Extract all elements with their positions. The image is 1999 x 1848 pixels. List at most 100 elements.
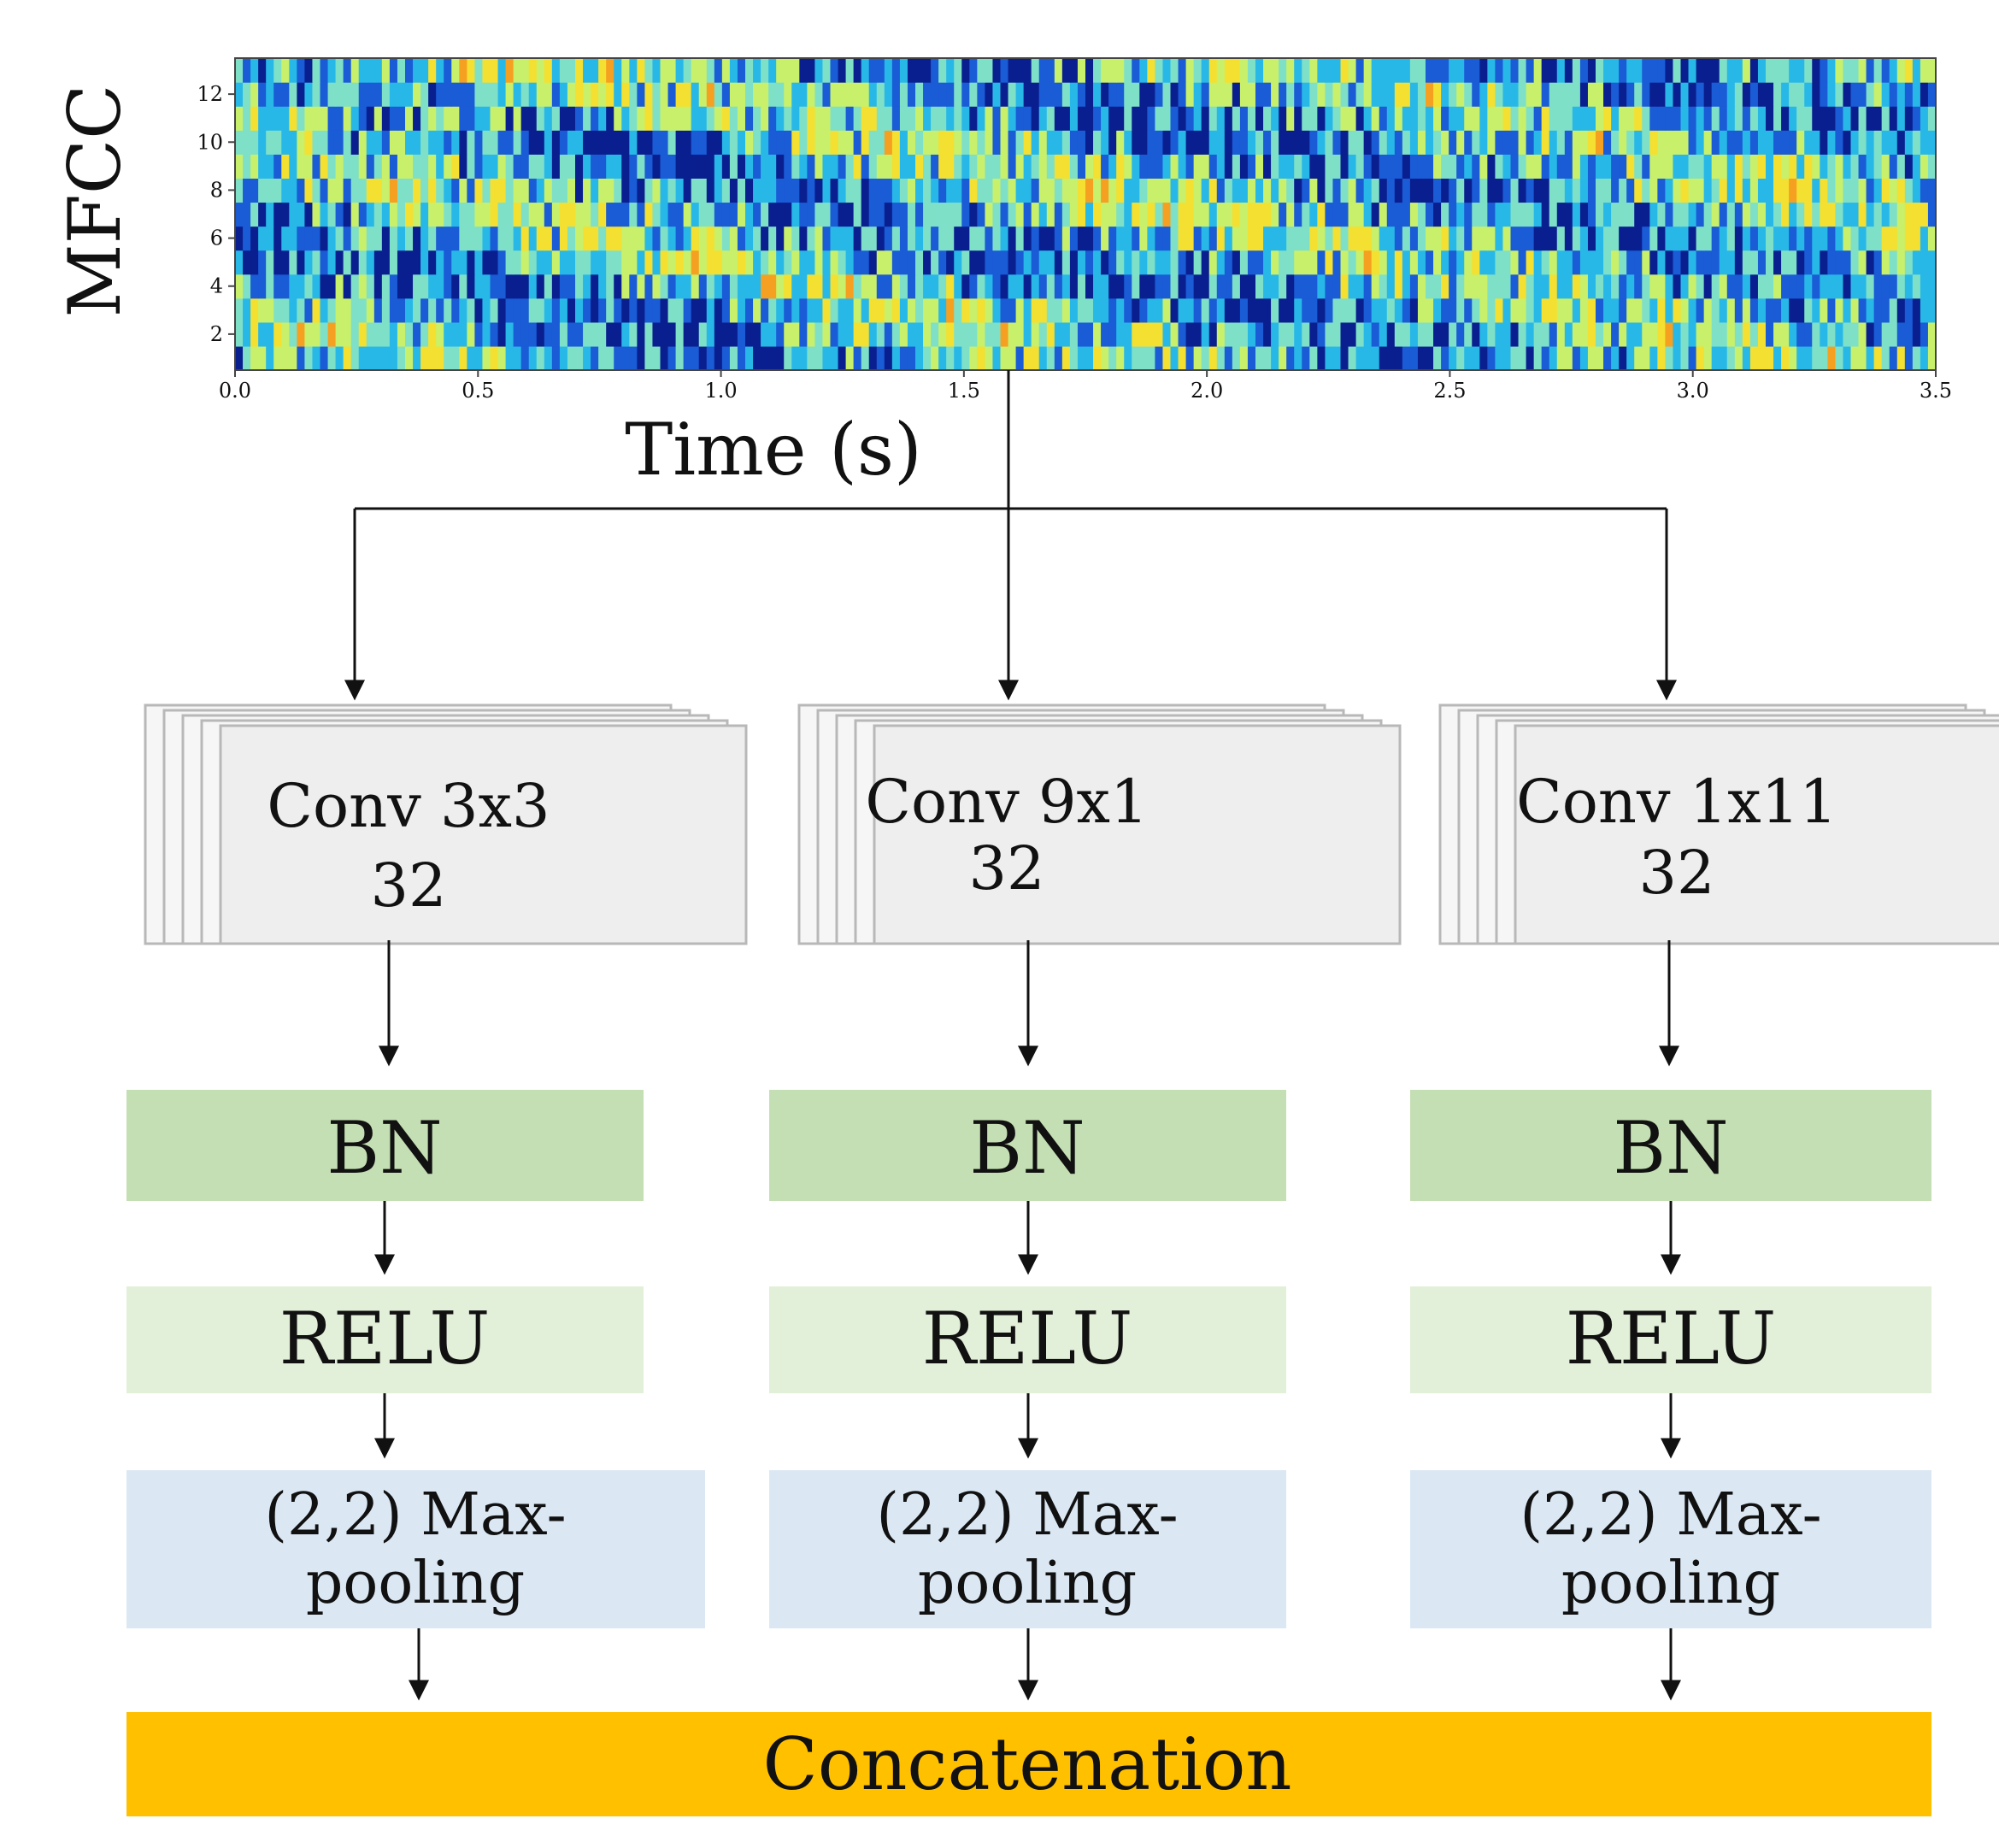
heatmap-cell (1116, 82, 1125, 107)
heatmap-cell (1549, 250, 1558, 275)
heatmap-cell (868, 250, 878, 275)
heatmap-cell (946, 250, 955, 275)
heatmap-cell (776, 274, 785, 299)
heatmap-cell (1286, 130, 1295, 155)
heatmap-cell (1193, 274, 1202, 299)
heatmap-cell (868, 58, 878, 83)
heatmap-cell (1069, 58, 1079, 83)
heatmap-cell (1495, 130, 1504, 155)
heatmap-cell (807, 130, 816, 155)
heatmap-cell (683, 202, 692, 227)
heatmap-cell (544, 274, 553, 299)
heatmap-cell (1348, 250, 1357, 275)
heatmap-cell (1649, 178, 1658, 203)
heatmap-cell (1696, 106, 1705, 131)
heatmap-cell (1533, 130, 1543, 155)
heatmap-cell (389, 82, 398, 107)
heatmap-cell (1239, 202, 1249, 227)
heatmap-cell (729, 321, 738, 347)
heatmap-cell (961, 297, 970, 323)
heatmap-cell (807, 274, 816, 299)
heatmap-cell (591, 274, 599, 299)
heatmap-cell (1518, 154, 1527, 179)
heatmap-cell (1820, 297, 1828, 323)
heatmap-cell (1619, 321, 1627, 347)
heatmap-cell (1649, 82, 1658, 107)
heatmap-cell (1077, 297, 1086, 323)
heatmap-cell (1634, 226, 1643, 251)
heatmap-cell (1719, 345, 1728, 371)
heatmap-cell (706, 297, 715, 323)
heatmap-cell (1023, 202, 1032, 227)
heatmap-cell (1510, 58, 1520, 83)
heatmap-cell (1216, 274, 1226, 299)
heatmap-cell (266, 130, 274, 155)
heatmap-cell (621, 82, 630, 107)
heatmap-cell (381, 250, 391, 275)
heatmap-cell (992, 297, 1002, 323)
heatmap-cell (373, 202, 383, 227)
heatmap-cell (644, 250, 654, 275)
heatmap-cell (737, 202, 746, 227)
heatmap-cell (1603, 297, 1612, 323)
heatmap-cell (1850, 154, 1860, 179)
heatmap-cell (721, 297, 731, 323)
heatmap-cell (768, 297, 777, 323)
heatmap-cell (335, 202, 344, 227)
heatmap-cell (737, 130, 746, 155)
heatmap-cell (1789, 82, 1797, 107)
heatmap-cell (405, 345, 414, 371)
heatmap-cell (667, 226, 677, 251)
heatmap-cell (969, 106, 978, 131)
heatmap-cell (1904, 250, 1914, 275)
heatmap-cell (1487, 82, 1496, 107)
heatmap-cell (1665, 297, 1674, 323)
heatmap-cell (1579, 226, 1589, 251)
heatmap-cell (1703, 58, 1713, 83)
heatmap-cell (1734, 58, 1743, 83)
heatmap-cell (1286, 58, 1295, 83)
heatmap-cell (436, 82, 444, 107)
heatmap-cell (1881, 202, 1890, 227)
heatmap-cell (1085, 297, 1094, 323)
heatmap-cell (714, 297, 723, 323)
heatmap-cell (505, 130, 514, 155)
heatmap-cell (327, 297, 337, 323)
heatmap-cell (467, 226, 476, 251)
heatmap-cell (1077, 345, 1086, 371)
heatmap-cell (1495, 178, 1504, 203)
heatmap-cell (1858, 82, 1867, 107)
heatmap-cell (304, 58, 314, 83)
heatmap-cell (358, 58, 367, 83)
heatmap-cell (467, 297, 476, 323)
heatmap-cell (405, 58, 414, 83)
heatmap-cell (931, 345, 939, 371)
heatmap-cell (969, 226, 978, 251)
heatmap-cell (1556, 106, 1566, 131)
heatmap-cell (1912, 345, 1921, 371)
heatmap-cell (1239, 154, 1249, 179)
heatmap-cell (1232, 297, 1241, 323)
heatmap-cell (1804, 321, 1813, 347)
heatmap-cell (822, 297, 832, 323)
heatmap-cell (289, 297, 297, 323)
heatmap-cell (954, 178, 962, 203)
heatmap-cell (614, 178, 622, 203)
heatmap-cell (1271, 82, 1279, 107)
heatmap-cell (373, 226, 383, 251)
heatmap-cell (931, 226, 939, 251)
heatmap-cell (629, 106, 638, 131)
heatmap-cell (436, 106, 444, 131)
heatmap-cell (1108, 297, 1117, 323)
heatmap-cell (1749, 130, 1759, 155)
heatmap-cell (1665, 154, 1674, 179)
heatmap-cell (1317, 226, 1326, 251)
heatmap-cell (1085, 226, 1094, 251)
heatmap-cell (985, 82, 994, 107)
heatmap-cell (1394, 274, 1403, 299)
heatmap-cell (258, 321, 267, 347)
heatmap-cell (1696, 202, 1705, 227)
heatmap-cell (1155, 154, 1164, 179)
heatmap-cell (1170, 202, 1179, 227)
heatmap-cell (1812, 250, 1820, 275)
